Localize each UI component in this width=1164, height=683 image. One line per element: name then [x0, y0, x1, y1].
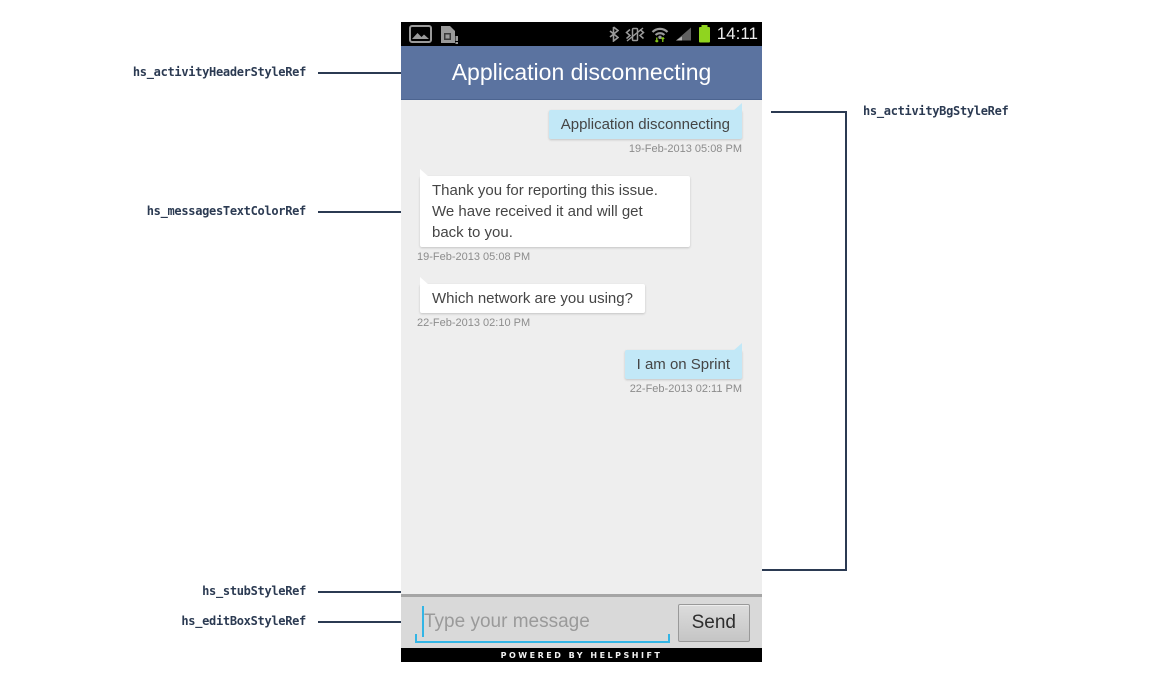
sim-alert-icon — [441, 25, 458, 44]
text-cursor — [422, 605, 424, 637]
chat-message-user: Application disconnecting 19-Feb-2013 05… — [420, 103, 743, 155]
annotation-edit-box-style: hs_editBoxStyleRef — [181, 614, 306, 628]
annotation-line-messages-text-color — [318, 211, 401, 213]
status-bar-clock: 14:11 — [716, 24, 758, 43]
status-bar: 14:11 — [401, 22, 762, 46]
message-text: I am on Sprint — [636, 356, 730, 373]
annotation-messages-text-color: hs_messagesTextColorRef — [146, 204, 307, 218]
annotation-line-activity-header — [318, 72, 401, 74]
message-composer: Send — [401, 594, 762, 648]
message-text: Application disconnecting — [560, 116, 730, 133]
send-button[interactable]: Send — [677, 603, 750, 642]
message-edit-box — [415, 603, 670, 643]
chat-message-agent: Thank you for reporting this issue. We h… — [417, 169, 742, 263]
status-bar-notifications — [401, 25, 459, 44]
chat-message-user: I am on Sprint 22-Feb-2013 02:11 PM — [420, 343, 743, 395]
vibrate-off-icon — [625, 26, 645, 42]
status-bar-indicators: 14:11 — [609, 22, 762, 46]
activity-header-title: Application disconnecting — [451, 59, 712, 85]
conversation-list[interactable]: Application disconnecting 19-Feb-2013 05… — [401, 100, 762, 594]
activity-header: Application disconnecting — [401, 46, 762, 100]
message-timestamp: 22-Feb-2013 02:10 PM — [417, 317, 531, 329]
message-bubble: Which network are you using? — [420, 277, 645, 313]
bluetooth-icon — [609, 26, 619, 42]
message-timestamp: 22-Feb-2013 02:11 PM — [629, 383, 742, 395]
message-input[interactable] — [415, 610, 670, 633]
gallery-icon — [409, 25, 432, 43]
battery-icon — [698, 25, 710, 43]
message-timestamp: 19-Feb-2013 05:08 PM — [417, 251, 531, 263]
chat-message-agent: Which network are you using? 22-Feb-2013… — [417, 277, 742, 329]
annotation-line-edit-box — [318, 621, 401, 623]
annotation-bracket-bottom — [762, 569, 847, 571]
message-text: Thank you for reporting this issue. We h… — [432, 182, 658, 241]
message-bubble: Application disconnecting — [548, 103, 743, 139]
annotation-bracket-top — [771, 111, 847, 113]
wifi-icon — [651, 27, 669, 42]
annotation-activity-bg-style: hs_activityBgStyleRef — [863, 104, 1009, 118]
message-timestamp: 19-Feb-2013 05:08 PM — [628, 143, 742, 155]
powered-by-text: POWERED BY HELPSHIFT — [500, 650, 663, 660]
message-text: Which network are you using? — [432, 290, 633, 307]
annotation-stub-style: hs_stubStyleRef — [202, 584, 306, 598]
annotation-bracket-vertical — [845, 111, 847, 571]
annotation-line-stub — [318, 591, 401, 593]
signal-icon — [675, 27, 691, 41]
annotation-activity-header-style: hs_activityHeaderStyleRef — [132, 65, 306, 79]
message-bubble: I am on Sprint — [624, 343, 743, 379]
phone-screen: 14:11 Application disconnecting Applicat… — [401, 22, 762, 662]
message-bubble: Thank you for reporting this issue. We h… — [420, 169, 690, 247]
powered-by-footer: POWERED BY HELPSHIFT — [401, 648, 762, 662]
